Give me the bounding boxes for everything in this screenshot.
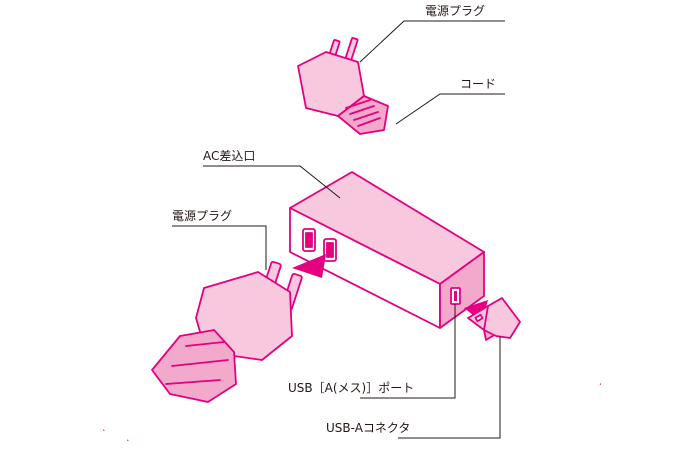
top-cord [349,110,487,204]
label-usb-port: USB［A(メス)］ポート [288,381,415,395]
label-power-plug-top: 電源プラグ [425,4,486,18]
label-usb-connector: USB-Aコネクタ [326,421,411,435]
usb-a-connector [467,297,601,386]
ac-adapter-body [289,171,485,329]
leader-lines [172,20,505,439]
label-ac-outlet: AC差込口 [203,149,256,163]
large-power-plug [99,260,303,444]
label-power-plug-left: 電源プラグ [172,209,233,223]
label-cord: コード [460,77,497,91]
top-power-plug [297,37,389,135]
insert-arrow-ac [292,254,326,278]
